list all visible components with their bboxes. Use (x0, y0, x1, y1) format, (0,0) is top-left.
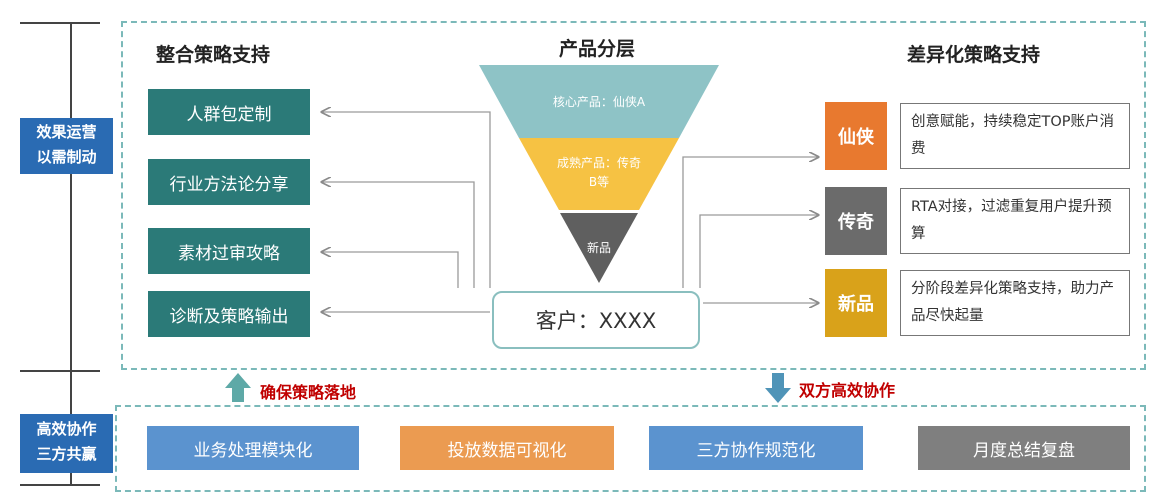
customer-label: 客户：XXXX (535, 309, 657, 333)
bottom-collab-container (115, 405, 1146, 492)
strategy-item-methodology: 行业方法论分享 (148, 159, 310, 205)
strategy-item-audience: 人群包定制 (148, 89, 310, 135)
funnel-middle-label-1: 成熟产品：传奇 (557, 155, 641, 170)
bottom-item-label: 三方协作规范化 (696, 440, 816, 461)
bottom-item-business: 业务处理模块化 (147, 426, 359, 470)
tier-badge-label: 新品 (838, 294, 874, 315)
bottom-item-tripartite: 三方协作规范化 (649, 426, 863, 470)
side-label-operation: 效果运营 以需制动 (20, 118, 113, 174)
tier-badge-new: 新品 (825, 269, 887, 337)
tier-desc-chuanqi: RTA对接，过滤重复用户提升预算 (900, 188, 1130, 254)
frame-vertical-line (70, 22, 72, 484)
bottom-item-label: 月度总结复盘 (973, 440, 1075, 461)
tier-badge-label: 仙侠 (838, 127, 874, 148)
center-section-title: 产品分层 (559, 38, 636, 60)
strategy-item-label: 诊断及策略输出 (169, 306, 289, 327)
bottom-item-monthly: 月度总结复盘 (918, 426, 1130, 470)
funnel-bottom-label: 新品 (587, 240, 611, 255)
side-label-collaboration-line1: 高效协作 (36, 420, 97, 438)
funnel-top-layer (479, 65, 719, 138)
tier-badge-xianxia: 仙侠 (825, 102, 887, 170)
frame-top-tick (20, 22, 100, 24)
left-section-title: 整合策略支持 (156, 44, 271, 66)
ensure-strategy-label: 确保策略落地 (260, 383, 357, 402)
funnel-bottom-layer (560, 213, 638, 283)
collaboration-label: 双方高效协作 (799, 381, 896, 400)
bottom-item-label: 业务处理模块化 (193, 440, 313, 461)
tier-desc-xianxia: 创意赋能，持续稳定TOP账户消费 (900, 103, 1130, 169)
main-strategy-container (121, 21, 1146, 370)
up-arrow-icon (225, 373, 251, 402)
side-label-collaboration: 高效协作 三方共赢 (20, 414, 113, 473)
side-label-collaboration-line2: 三方共赢 (36, 445, 97, 463)
tier-desc-new: 分阶段差异化策略支持，助力产品尽快起量 (900, 270, 1130, 336)
strategy-item-diagnosis: 诊断及策略输出 (148, 291, 310, 337)
tier-desc-text: RTA对接，过滤重复用户提升预算 (911, 199, 1112, 242)
tier-badge-chuanqi: 传奇 (825, 187, 887, 255)
customer-box: 客户：XXXX (492, 291, 700, 349)
funnel-top-label: 核心产品：仙侠A (553, 95, 646, 109)
funnel-middle-label-2: B等 (589, 175, 609, 189)
frame-middle-tick (20, 370, 100, 372)
side-label-operation-line1: 效果运营 (36, 123, 97, 141)
strategy-item-label: 人群包定制 (186, 104, 272, 125)
funnel-middle-layer (519, 138, 679, 210)
side-label-operation-line2: 以需制动 (36, 148, 97, 166)
bottom-item-label: 投放数据可视化 (447, 440, 567, 461)
down-arrow-icon (765, 373, 791, 403)
strategy-item-label: 行业方法论分享 (169, 174, 289, 195)
strategy-item-label: 素材过审攻略 (178, 243, 280, 264)
strategy-item-material: 素材过审攻略 (148, 228, 310, 274)
frame-bottom-tick (20, 484, 100, 486)
right-section-title: 差异化策略支持 (907, 44, 1041, 66)
tier-desc-text: 创意赋能，持续稳定TOP账户消费 (911, 114, 1115, 157)
bottom-item-data: 投放数据可视化 (400, 426, 614, 470)
tier-desc-text: 分阶段差异化策略支持，助力产品尽快起量 (911, 281, 1114, 324)
tier-badge-label: 传奇 (838, 212, 874, 233)
